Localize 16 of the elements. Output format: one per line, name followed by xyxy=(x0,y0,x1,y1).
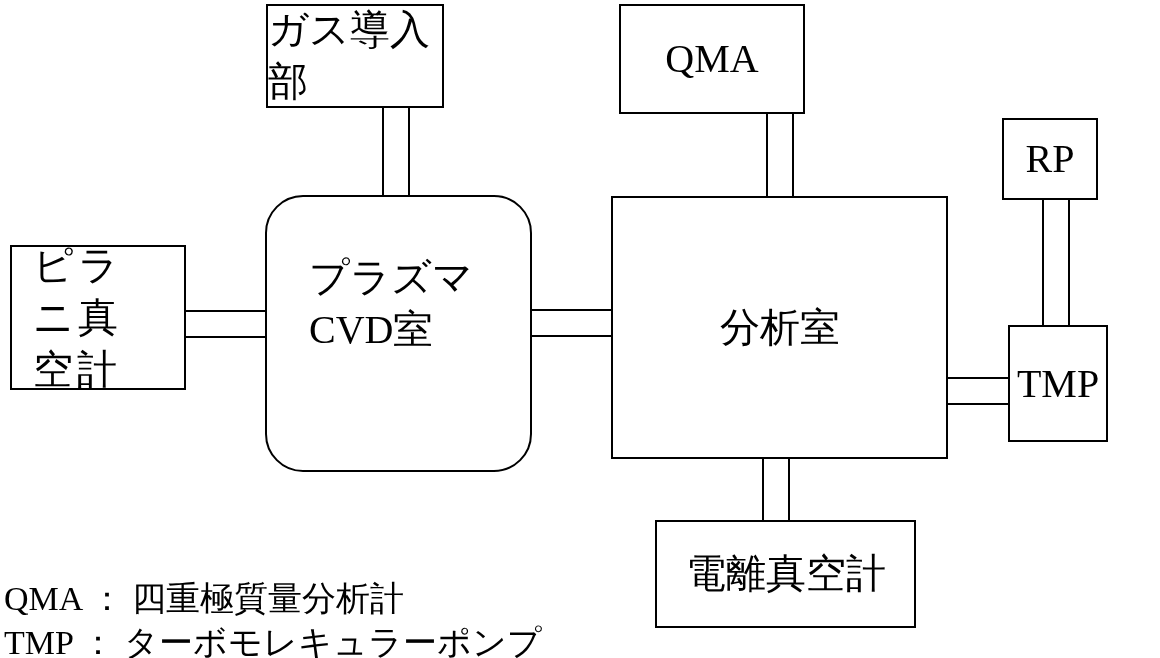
pipe-connector xyxy=(531,309,612,337)
pump-box: TMP xyxy=(1008,325,1108,442)
gas-inlet-box: ガス導入部 xyxy=(266,4,444,108)
pipe-connector xyxy=(947,377,1009,405)
pipe-connector xyxy=(185,310,266,338)
pipe-connector xyxy=(766,113,794,197)
gauge-box: ピラニ真空計 xyxy=(10,245,186,390)
pipe-connector xyxy=(382,107,410,196)
legend-note: QMA ： 四重極質量分析計 xyxy=(4,579,405,619)
gauge-box: 電離真空計 xyxy=(655,520,916,628)
chamber-box: プラズマCVD室 xyxy=(265,195,532,472)
analyzer-box: QMA xyxy=(619,4,805,114)
pump-box: RP xyxy=(1002,118,1098,200)
chamber-box: 分析室 xyxy=(611,196,948,459)
pipe-connector xyxy=(1042,199,1070,326)
pipe-connector xyxy=(762,458,790,521)
